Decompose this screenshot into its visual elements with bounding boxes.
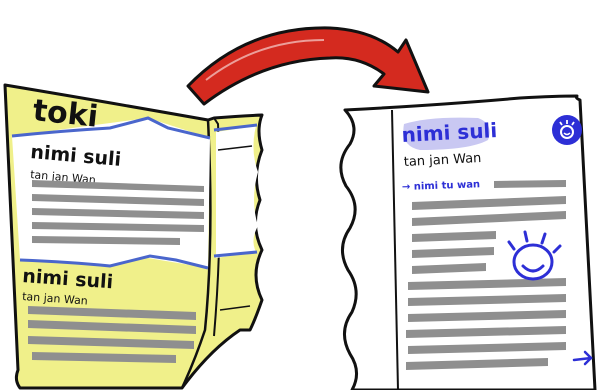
old-newspaper: toki nimi suli tan jan Wan nimi suli tan…: [5, 85, 262, 388]
new-article-title: nimi suli: [401, 118, 498, 147]
smiley-badge-icon[interactable]: [552, 115, 582, 145]
curved-arrow-icon: [188, 28, 428, 104]
old-header-title: toki: [31, 93, 99, 135]
text-line: [494, 180, 566, 188]
new-article-page: nimi suli tan jan Wan → nimi tu wan: [341, 96, 595, 390]
old-article-1-area: [12, 118, 210, 268]
